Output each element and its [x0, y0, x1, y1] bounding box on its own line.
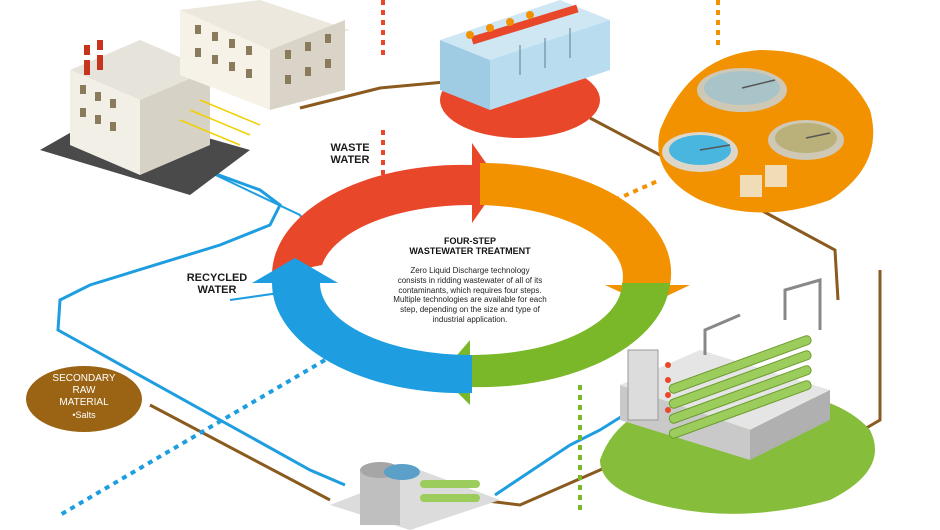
badge-line4: •Salts — [72, 410, 96, 420]
membrane-filtration-icon — [600, 278, 875, 514]
pretreatment-tank-icon — [440, 0, 610, 138]
cycle-description-line: Zero Liquid Discharge technology — [410, 266, 530, 275]
recycled-water-label-line1: RECYCLED — [186, 272, 248, 284]
cycle-title-line1: FOUR-STEP — [443, 236, 496, 246]
cycle-arrow-step4 — [252, 258, 472, 394]
cycle-description-line: contaminants, which requires four steps. — [398, 285, 542, 295]
cycle-description-line: industrial application. — [432, 314, 508, 324]
waste-water-label-line1: WASTE — [330, 142, 370, 154]
recycled-water-label: RECYCLED WATER — [178, 272, 256, 296]
cycle-description-line: step, depending on the size and type of — [400, 305, 540, 315]
cycle-title-line2: WASTEWATER TREATMENT — [409, 246, 531, 256]
waste-pipe-network — [149, 80, 882, 507]
cycle-arrow-step3 — [440, 283, 670, 405]
cycle-description-line: Multiple technologies are available for … — [393, 295, 547, 305]
evaporator-crystallizer-icon — [330, 462, 500, 530]
dotted-connectors — [58, 0, 720, 517]
recycled-water-label-line2: WATER — [197, 284, 237, 296]
cycle-description: Zero Liquid Discharge technology consist… — [372, 266, 568, 325]
cycle-arrow-step2 — [480, 162, 690, 305]
cycle-arrow-step1 — [271, 143, 500, 275]
badge-line3: MATERIAL — [59, 397, 109, 408]
waste-water-label: WASTE WATER — [320, 142, 380, 166]
badge-line1: SECONDARY — [52, 373, 116, 384]
secondary-raw-material-text: SECONDARY RAW MATERIAL •Salts — [27, 373, 141, 421]
treatment-cycle — [252, 143, 690, 405]
factory-icon — [40, 0, 350, 195]
secondary-raw-material-badge — [26, 366, 142, 432]
waste-water-label-line2: WATER — [330, 154, 370, 166]
cycle-description-line: consists in ridding wastewater of all of… — [397, 275, 543, 285]
cycle-title: FOUR-STEP WASTEWATER TREATMENT — [372, 236, 568, 256]
clarifier-basins-icon — [658, 50, 874, 213]
badge-line2: RAW — [72, 385, 96, 396]
